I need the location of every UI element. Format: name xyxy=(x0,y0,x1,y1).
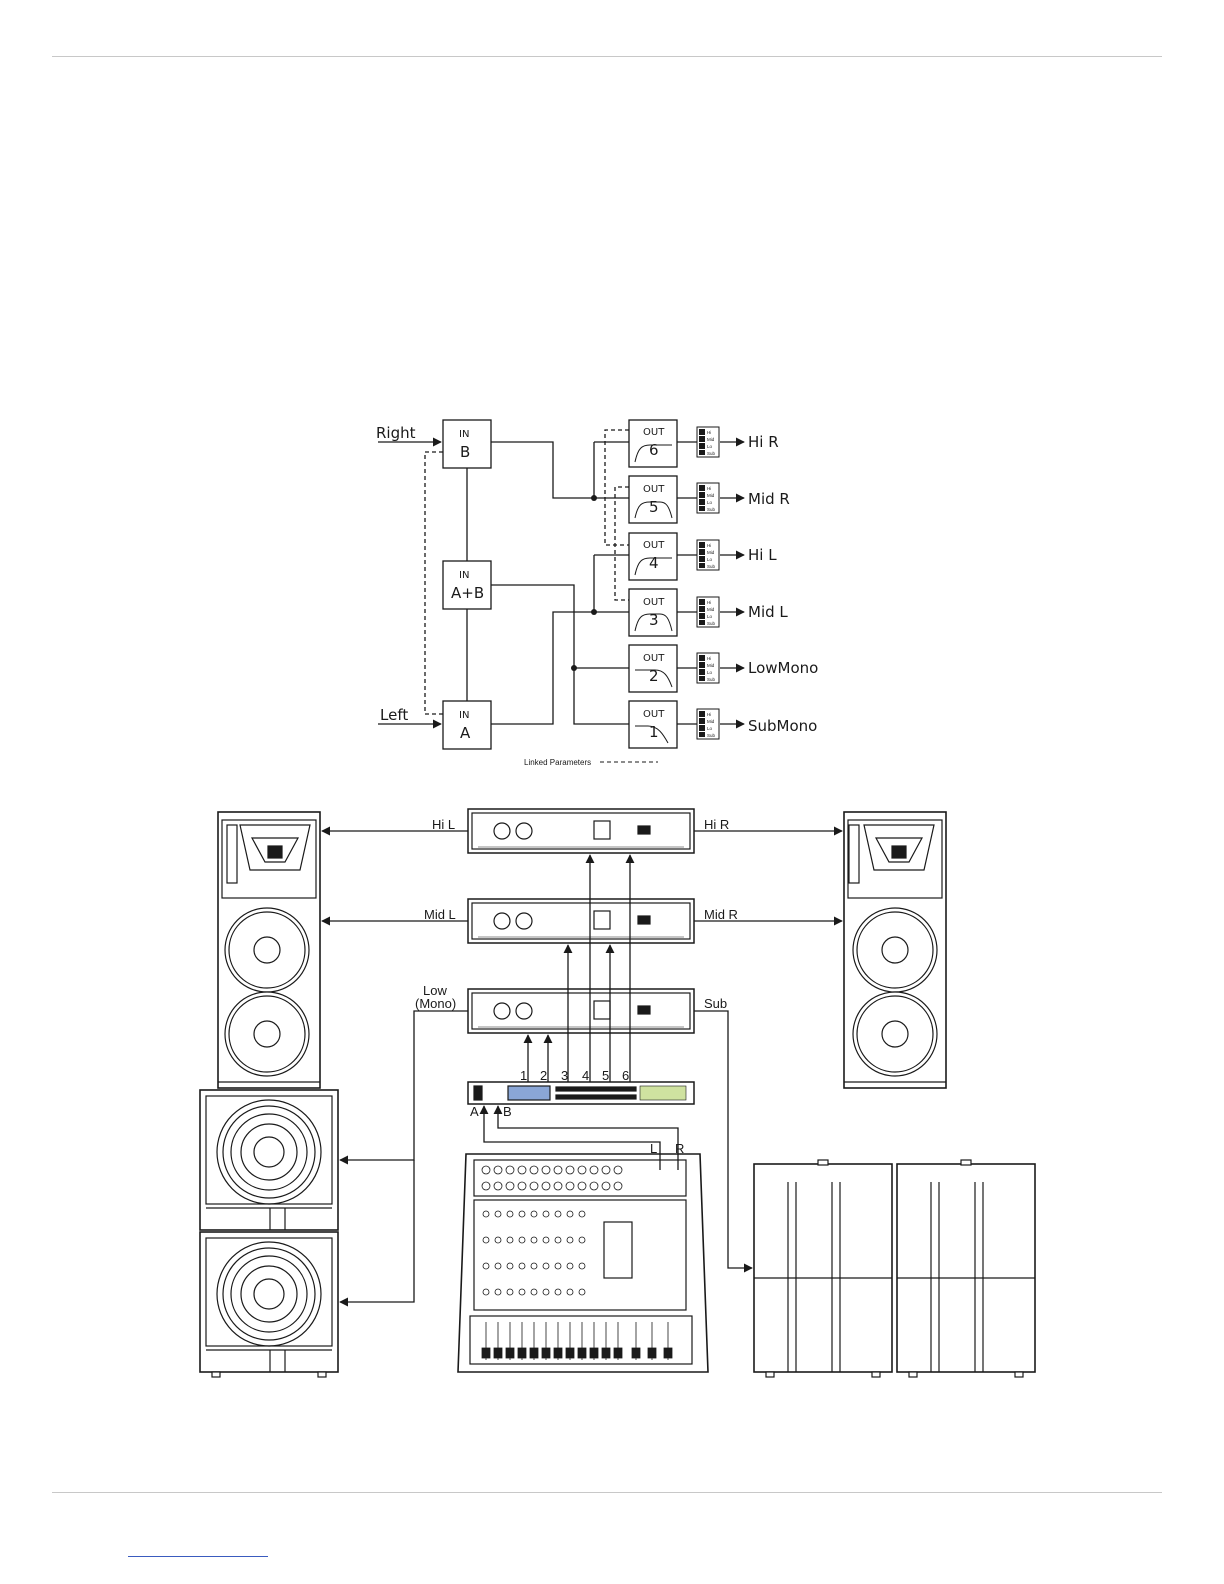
left-low-speaker-upper xyxy=(200,1090,338,1230)
mini-switch-6: Hi Mid Lo Sub xyxy=(697,427,719,457)
svg-text:OUT: OUT xyxy=(643,597,665,608)
label-hi-r: Hi R xyxy=(704,817,729,832)
svg-text:Mid: Mid xyxy=(707,437,715,442)
out-num-5: 5 xyxy=(649,498,659,516)
mini-switch-2: Hi Mid Lo Sub xyxy=(697,653,719,683)
mini-switch-1: Hi Mid Lo Sub xyxy=(697,709,719,739)
in-b-tag: IN xyxy=(459,429,469,440)
out-num-6: 6 xyxy=(649,441,659,459)
mini-switch-5: Hi Mid Lo Sub xyxy=(697,483,719,513)
svg-text:Mid: Mid xyxy=(707,493,715,498)
svg-text:Hi: Hi xyxy=(707,656,711,661)
out-num-3: 3 xyxy=(649,611,659,629)
svg-text:Lo: Lo xyxy=(707,557,713,562)
routing-diagram xyxy=(378,420,744,762)
speaker-processor xyxy=(468,1082,694,1104)
svg-text:Mid: Mid xyxy=(707,719,715,724)
svg-text:OUT: OUT xyxy=(643,653,665,664)
amplifier-hi xyxy=(468,809,694,853)
input-link-dashed xyxy=(425,452,443,714)
svg-text:OUT: OUT xyxy=(643,427,665,438)
out-label-sub-mono: SubMono xyxy=(748,717,817,735)
label-sub: Sub xyxy=(704,996,727,1011)
in-a-tag: IN xyxy=(459,710,469,721)
channel-3: 3 xyxy=(561,1068,568,1083)
svg-text:Sub: Sub xyxy=(707,564,716,569)
mini-switch-4: Hi Mid Lo Sub xyxy=(697,540,719,570)
svg-text:Mid: Mid xyxy=(707,607,715,612)
in-a-name: A xyxy=(460,724,471,742)
svg-text:Lo: Lo xyxy=(707,444,713,449)
label-mid-l: Mid L xyxy=(424,907,456,922)
out-label-hi-r: Hi R xyxy=(748,433,779,451)
svg-text:Sub: Sub xyxy=(707,621,716,626)
right-sub-speakers xyxy=(754,1160,1035,1377)
label-mid-r: Mid R xyxy=(704,907,738,922)
channel-4: 4 xyxy=(582,1068,589,1083)
svg-text:Hi: Hi xyxy=(707,712,711,717)
setup-labels: Hi L Hi R Mid L Mid R Low (Mono) Sub 1 2… xyxy=(415,817,738,1156)
legend-linked-parameters: Linked Parameters xyxy=(524,758,591,767)
right-input-label: Right xyxy=(376,424,416,442)
svg-text:OUT: OUT xyxy=(643,709,665,720)
label-mono: (Mono) xyxy=(415,996,456,1011)
in-ab-tag: IN xyxy=(459,570,469,581)
channel-2: 2 xyxy=(540,1068,547,1083)
svg-text:Hi: Hi xyxy=(707,486,711,491)
svg-text:Mid: Mid xyxy=(707,550,715,555)
right-top-speaker xyxy=(844,812,946,1088)
mini-switch-3: Hi Mid Lo Sub xyxy=(697,597,719,627)
channel-1: 1 xyxy=(520,1068,527,1083)
svg-text:Hi: Hi xyxy=(707,600,711,605)
left-input-label: Left xyxy=(380,706,408,724)
svg-text:Lo: Lo xyxy=(707,726,713,731)
out-label-mid-l: Mid L xyxy=(748,603,788,621)
svg-text:OUT: OUT xyxy=(643,484,665,495)
svg-text:Sub: Sub xyxy=(707,507,716,512)
svg-text:Lo: Lo xyxy=(707,670,713,675)
in-b-name: B xyxy=(460,443,470,461)
out-label-hi-l: Hi L xyxy=(748,546,777,564)
svg-text:Sub: Sub xyxy=(707,677,716,682)
setup-illustration xyxy=(200,809,1035,1377)
svg-text:Hi: Hi xyxy=(707,430,711,435)
mixer-output-r: R xyxy=(675,1141,684,1156)
out-label-low-mono: LowMono xyxy=(748,659,818,677)
amplifier-mid xyxy=(468,899,694,943)
out-num-2: 2 xyxy=(649,667,659,685)
left-low-speaker-lower xyxy=(200,1232,338,1377)
svg-text:OUT: OUT xyxy=(643,540,665,551)
processor-input-b: B xyxy=(503,1104,512,1119)
mixer-output-l: L xyxy=(650,1141,657,1156)
mini-switches: Hi Mid Lo Sub Hi Mid Lo Sub Hi Mid Lo Su… xyxy=(697,427,719,739)
out-num-1: 1 xyxy=(649,723,659,741)
processor-input-a: A xyxy=(470,1104,479,1119)
svg-text:Lo: Lo xyxy=(707,614,713,619)
svg-text:Hi: Hi xyxy=(707,543,711,548)
label-hi-l: Hi L xyxy=(432,817,455,832)
left-top-speaker xyxy=(218,812,320,1088)
svg-text:Sub: Sub xyxy=(707,733,716,738)
channel-5: 5 xyxy=(602,1068,609,1083)
svg-text:Lo: Lo xyxy=(707,500,713,505)
out-num-4: 4 xyxy=(649,554,659,572)
svg-text:Mid: Mid xyxy=(707,663,715,668)
amplifier-low-sub xyxy=(468,989,694,1033)
channel-6: 6 xyxy=(622,1068,629,1083)
svg-text:Sub: Sub xyxy=(707,451,716,456)
out-label-mid-r: Mid R xyxy=(748,490,790,508)
in-ab-name: A+B xyxy=(451,584,484,602)
